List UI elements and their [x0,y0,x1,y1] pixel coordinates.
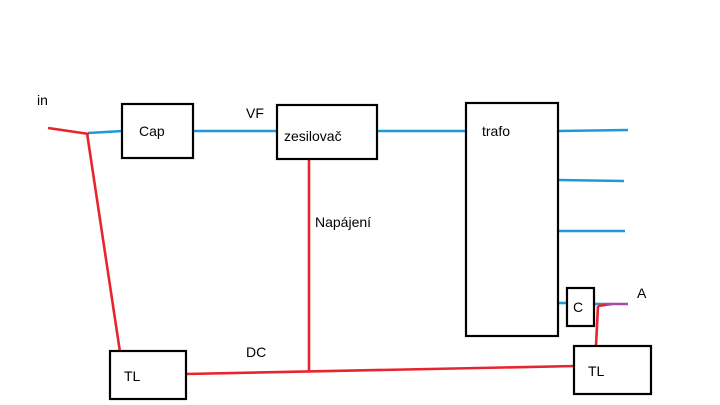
tl-left-block: TL [108,349,188,401]
wire-trafo-output-1 [557,128,629,133]
cap-block: Cap [120,102,195,160]
power-label: Napájení [315,214,371,230]
transformer-block: trafo [464,101,560,338]
capacitor-block-label: C [573,299,583,315]
tl-left-block-label: TL [124,368,141,384]
vf-label: VF [246,105,264,121]
wire-tl-right-to-antenna [594,305,600,347]
capacitor-block: C [565,286,596,328]
cap-block-label: Cap [139,123,165,139]
wire-trafo-output-2 [557,178,625,183]
wire-input-to-tl-left [85,132,122,353]
tl-right-block: TL [572,344,653,396]
amplifier-block: zesilovač [275,103,379,161]
wire-input-to-cap [87,129,124,135]
wire-dc-bus [185,364,577,376]
input-label: in [37,92,48,108]
wire-input-lead [47,126,90,136]
amplifier-block-label: zesilovač [284,128,342,144]
signal-wires [87,128,629,306]
tl-right-block-label: TL [588,363,605,379]
antenna-label: A [637,285,647,301]
transformer-block-label: trafo [482,123,510,139]
dc-label: DC [246,344,266,360]
